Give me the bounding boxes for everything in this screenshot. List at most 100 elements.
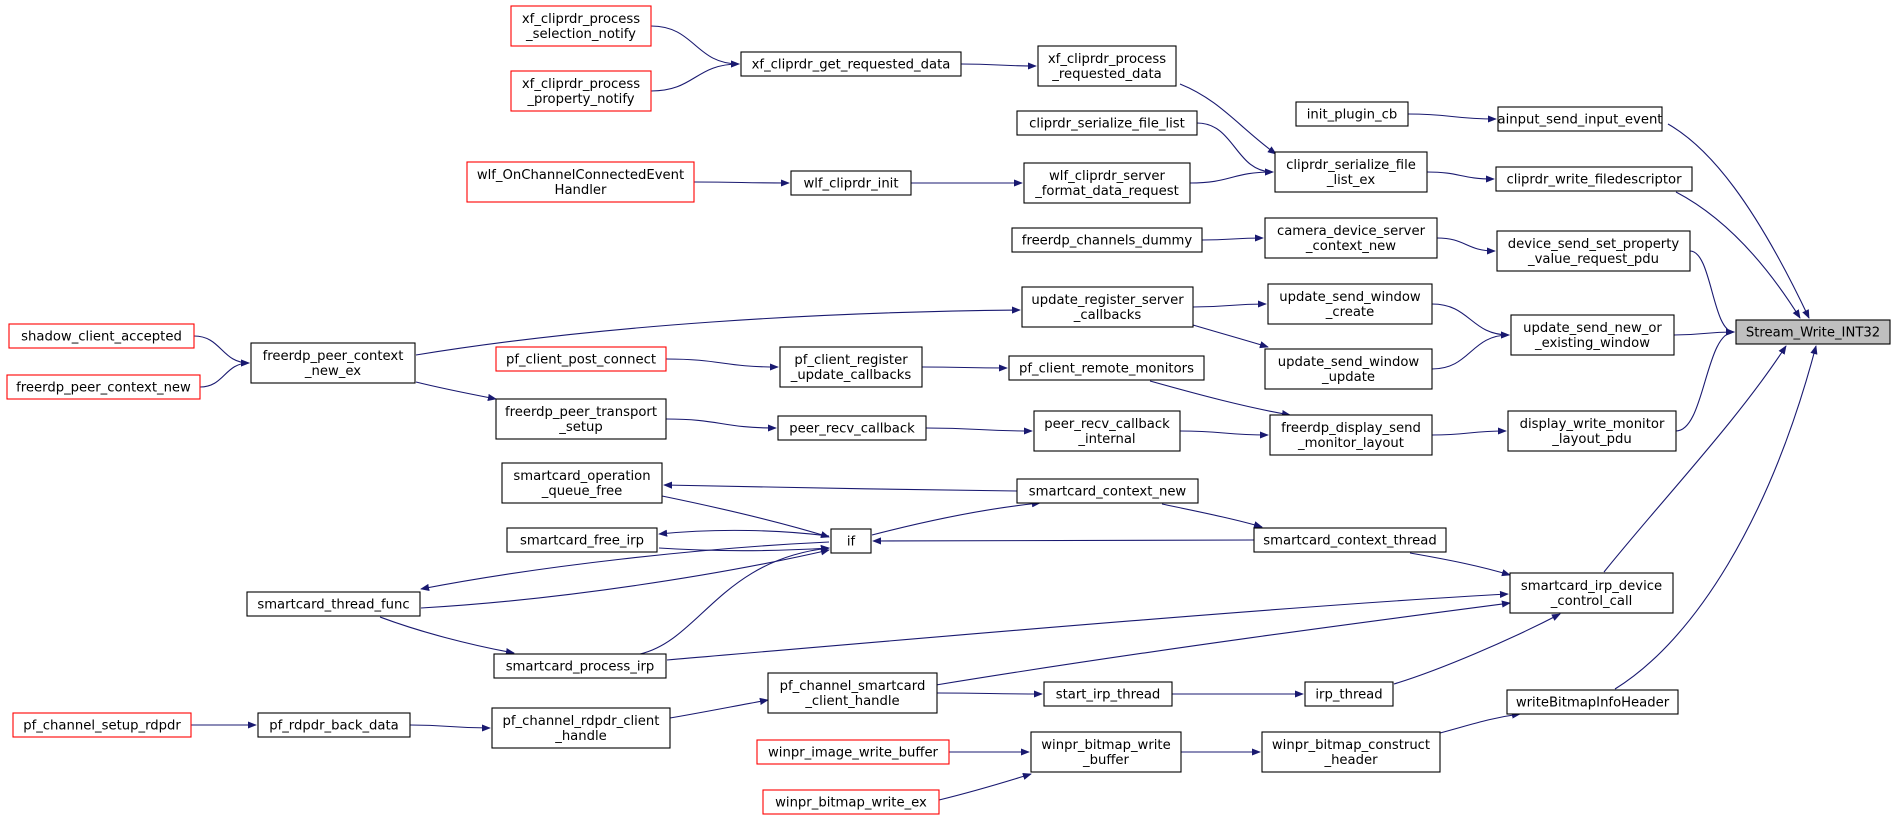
edge-smartcard_irp_device_control_call-to-stream_write_int32: [1603, 345, 1787, 573]
node-box: [246, 591, 421, 617]
node-if[interactable]: if: [830, 528, 872, 554]
node-display-write-monitor-layout-pdu[interactable]: display_write_monitor_layout_pdu: [1507, 410, 1677, 452]
edge-writebitmapinfoheader-to-stream_write_int32: [1614, 345, 1818, 690]
node-wlf-cliprdr-init[interactable]: wlf_cliprdr_init: [790, 170, 912, 196]
node-smartcard-operation-queue-free[interactable]: smartcard_operation_queue_free: [501, 462, 663, 504]
node-box: [495, 398, 667, 440]
node-pf-channel-smartcard-client-handle[interactable]: pf_channel_smartcard_client_handle: [767, 672, 938, 714]
node-pf-client-remote-monitors[interactable]: pf_client_remote_monitors: [1008, 355, 1205, 381]
edge-pf_client_remote_monitors-to-freerdp_display_send_monitor_layout: [1149, 380, 1291, 418]
node-box: [495, 346, 667, 372]
node-xf-cliprdr-get-requested-data[interactable]: xf_cliprdr_get_requested_data: [740, 51, 962, 77]
node-label-line: start_irp_thread: [1056, 688, 1161, 703]
node-box: [1037, 45, 1177, 87]
node-label-line: update_register_server: [1031, 293, 1184, 308]
node-pf-rdpdr-back-data[interactable]: pf_rdpdr_back_data: [257, 712, 411, 738]
node-box: [1030, 731, 1182, 773]
node-device-send-set-property-value-request-pdu[interactable]: device_send_set_property_value_request_p…: [1496, 230, 1691, 272]
node-box: [1495, 166, 1693, 192]
node-winpr-image-write-buffer[interactable]: winpr_image_write_buffer: [756, 739, 950, 765]
node-stream-write-int32[interactable]: Stream_Write_INT32: [1735, 319, 1891, 345]
node-smartcard-irp-device-control-call[interactable]: smartcard_irp_device_control_call: [1509, 572, 1674, 614]
node-peer-recv-callback-internal[interactable]: peer_recv_callback_internal: [1033, 410, 1181, 452]
node-xf-cliprdr-process-selection-notify[interactable]: xf_cliprdr_process_selection_notify: [510, 5, 652, 47]
node-freerdp-channels-dummy[interactable]: freerdp_channels_dummy: [1011, 227, 1203, 253]
node-label-line: pf_channel_setup_rdpdr: [23, 719, 181, 734]
edge-smartcard_thread_func-to-smartcard_process_irp: [379, 616, 515, 656]
edge-smartcard_process_irp-to-smartcard_irp_device_control_call: [666, 590, 1509, 661]
node-pf-client-register-update-callbacks[interactable]: pf_client_register_update_callbacks: [779, 346, 923, 388]
node-camera-device-server-context-new[interactable]: camera_device_server_context_new: [1264, 217, 1438, 259]
node-start-irp-thread[interactable]: start_irp_thread: [1043, 681, 1173, 707]
node-box: [6, 374, 201, 400]
node-update-send-new-or-existing-window[interactable]: update_send_new_or_existing_window: [1510, 314, 1675, 356]
node-label-line: smartcard_context_new: [1029, 485, 1187, 500]
node-xf-cliprdr-process-requested-data[interactable]: xf_cliprdr_process_requested_data: [1037, 45, 1177, 87]
edge-xf_cliprdr_process_requested_data-to-cliprdr_serialize_file_list_ex: [1179, 83, 1277, 155]
node-update-send-window-update[interactable]: update_send_window_update: [1264, 348, 1433, 390]
node-pf-channel-setup-rdpdr[interactable]: pf_channel_setup_rdpdr: [12, 712, 192, 738]
node-label-line: _header: [1323, 753, 1378, 768]
node-shadow-client-accepted[interactable]: shadow_client_accepted: [8, 323, 195, 349]
node-label-line: winpr_image_write_buffer: [768, 746, 939, 761]
node-box: [1043, 681, 1173, 707]
node-label-line: _control_call: [1550, 594, 1633, 609]
node-box: [12, 712, 192, 738]
node-label-line: ainput_send_input_event: [1498, 113, 1663, 128]
node-label-line: smartcard_context_thread: [1263, 534, 1436, 549]
node-label-line: freerdp_channels_dummy: [1022, 234, 1193, 249]
node-update-send-window-create[interactable]: update_send_window_create: [1267, 283, 1433, 325]
node-label-line: smartcard_operation: [513, 469, 650, 484]
node-label-line: winpr_bitmap_write: [1041, 738, 1170, 753]
node-smartcard-thread-func[interactable]: smartcard_thread_func: [246, 591, 421, 617]
node-box: [1509, 572, 1674, 614]
node-smartcard-context-thread[interactable]: smartcard_context_thread: [1253, 527, 1447, 553]
node-freerdp-display-send-monitor-layout[interactable]: freerdp_display_send_monitor_layout: [1269, 414, 1433, 456]
edge-ainput_send_input_event-to-stream_write_int32: [1667, 123, 1810, 319]
edge-winpr_bitmap_construct_header-to-writebitmapinfoheader: [1439, 711, 1521, 734]
node-box: [1267, 283, 1433, 325]
edge-init_plugin_cb-to-ainput_send_input_event: [1407, 113, 1497, 123]
node-wlf-cliprdr-server-format-data-request[interactable]: wlf_cliprdr_server_format_data_request: [1023, 162, 1191, 204]
node-cliprdr-write-filedescriptor[interactable]: cliprdr_write_filedescriptor: [1495, 166, 1693, 192]
node-winpr-bitmap-write-buffer[interactable]: winpr_bitmap_write_buffer: [1030, 731, 1182, 773]
node-update-register-server-callbacks[interactable]: update_register_server_callbacks: [1021, 286, 1194, 328]
node-winpr-bitmap-construct-header[interactable]: winpr_bitmap_construct_header: [1261, 731, 1441, 773]
node-irp-thread[interactable]: irp_thread: [1304, 681, 1394, 707]
node-freerdp-peer-context-new[interactable]: freerdp_peer_context_new: [6, 374, 201, 400]
node-smartcard-context-new[interactable]: smartcard_context_new: [1016, 478, 1199, 504]
node-pf-client-post-connect[interactable]: pf_client_post_connect: [495, 346, 667, 372]
node-label-line: irp_thread: [1315, 688, 1382, 703]
node-label-line: _handle: [554, 729, 607, 744]
node-box: [1507, 410, 1677, 452]
edge-update_send_window_create-to-update_send_new_or_existing_window: [1431, 303, 1510, 339]
node-writebitmapinfoheader[interactable]: writeBitmapInfoHeader: [1506, 689, 1679, 715]
node-box: [740, 51, 962, 77]
edge-smartcard_context_new-to-smartcard_context_thread: [1161, 503, 1263, 529]
edge-cliprdr_write_filedescriptor-to-stream_write_int32: [1675, 191, 1801, 319]
node-box: [1295, 101, 1409, 127]
node-winpr-bitmap-write-ex[interactable]: winpr_bitmap_write_ex: [762, 789, 940, 815]
node-box: [790, 170, 912, 196]
node-ainput-send-input-event[interactable]: ainput_send_input_event: [1497, 106, 1663, 132]
node-smartcard-free-irp[interactable]: smartcard_free_irp: [506, 527, 658, 553]
node-freerdp-peer-transport-setup[interactable]: freerdp_peer_transport_setup: [495, 398, 667, 440]
node-cliprdr-serialize-file-list-ex[interactable]: cliprdr_serialize_file_list_ex: [1274, 151, 1428, 193]
node-label-line: wlf_cliprdr_init: [803, 177, 898, 192]
node-box: [1269, 414, 1433, 456]
node-peer-recv-callback[interactable]: peer_recv_callback: [777, 415, 927, 441]
node-box: [510, 70, 652, 112]
node-pf-channel-rdpdr-client-handle[interactable]: pf_channel_rdpdr_client_handle: [491, 707, 671, 749]
node-cliprdr-serialize-file-list[interactable]: cliprdr_serialize_file_list: [1016, 110, 1198, 136]
node-box: [1008, 355, 1205, 381]
edge-camera_device_server_context_new-to-device_send_set_property_value_request_pdu: [1436, 237, 1496, 255]
node-box: [1016, 110, 1198, 136]
node-label-line: xf_cliprdr_get_requested_data: [752, 58, 951, 73]
node-xf-cliprdr-process-property-notify[interactable]: xf_cliprdr_process_property_notify: [510, 70, 652, 112]
node-init-plugin-cb[interactable]: init_plugin_cb: [1295, 101, 1409, 127]
node-smartcard-process-irp[interactable]: smartcard_process_irp: [493, 653, 667, 679]
node-freerdp-peer-context-new-ex[interactable]: freerdp_peer_context_new_ex: [250, 342, 416, 384]
node-label-line: update_send_new_or: [1523, 321, 1662, 336]
